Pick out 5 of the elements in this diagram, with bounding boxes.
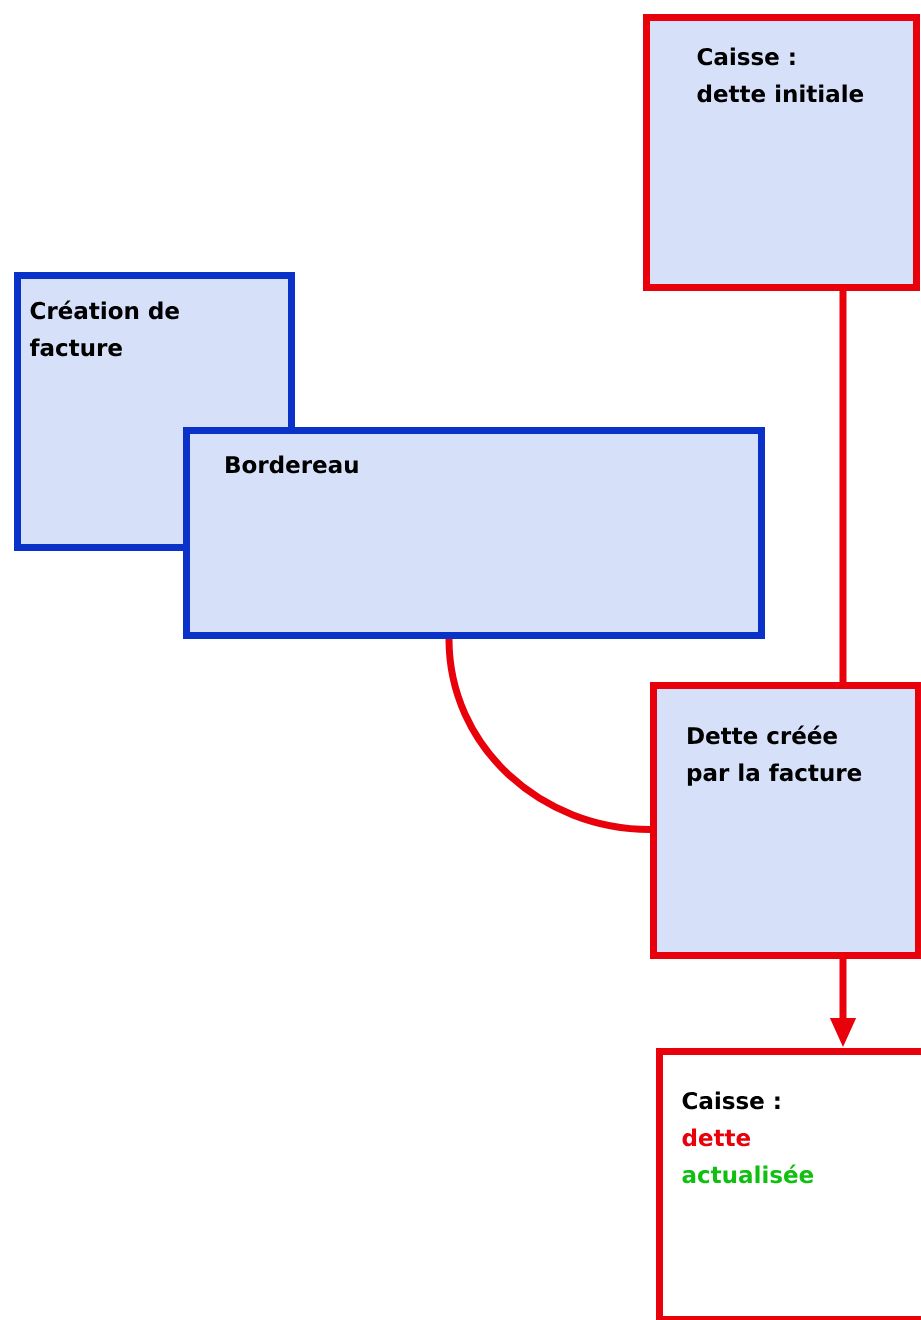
box: Dette créée par la facture bbox=[650, 682, 921, 959]
connector-line bbox=[445, 638, 651, 833]
box: Bordereau bbox=[183, 427, 765, 639]
box: Caisse : dette actualisée bbox=[656, 1048, 921, 1320]
box: Caisse : dette initiale bbox=[643, 14, 920, 291]
